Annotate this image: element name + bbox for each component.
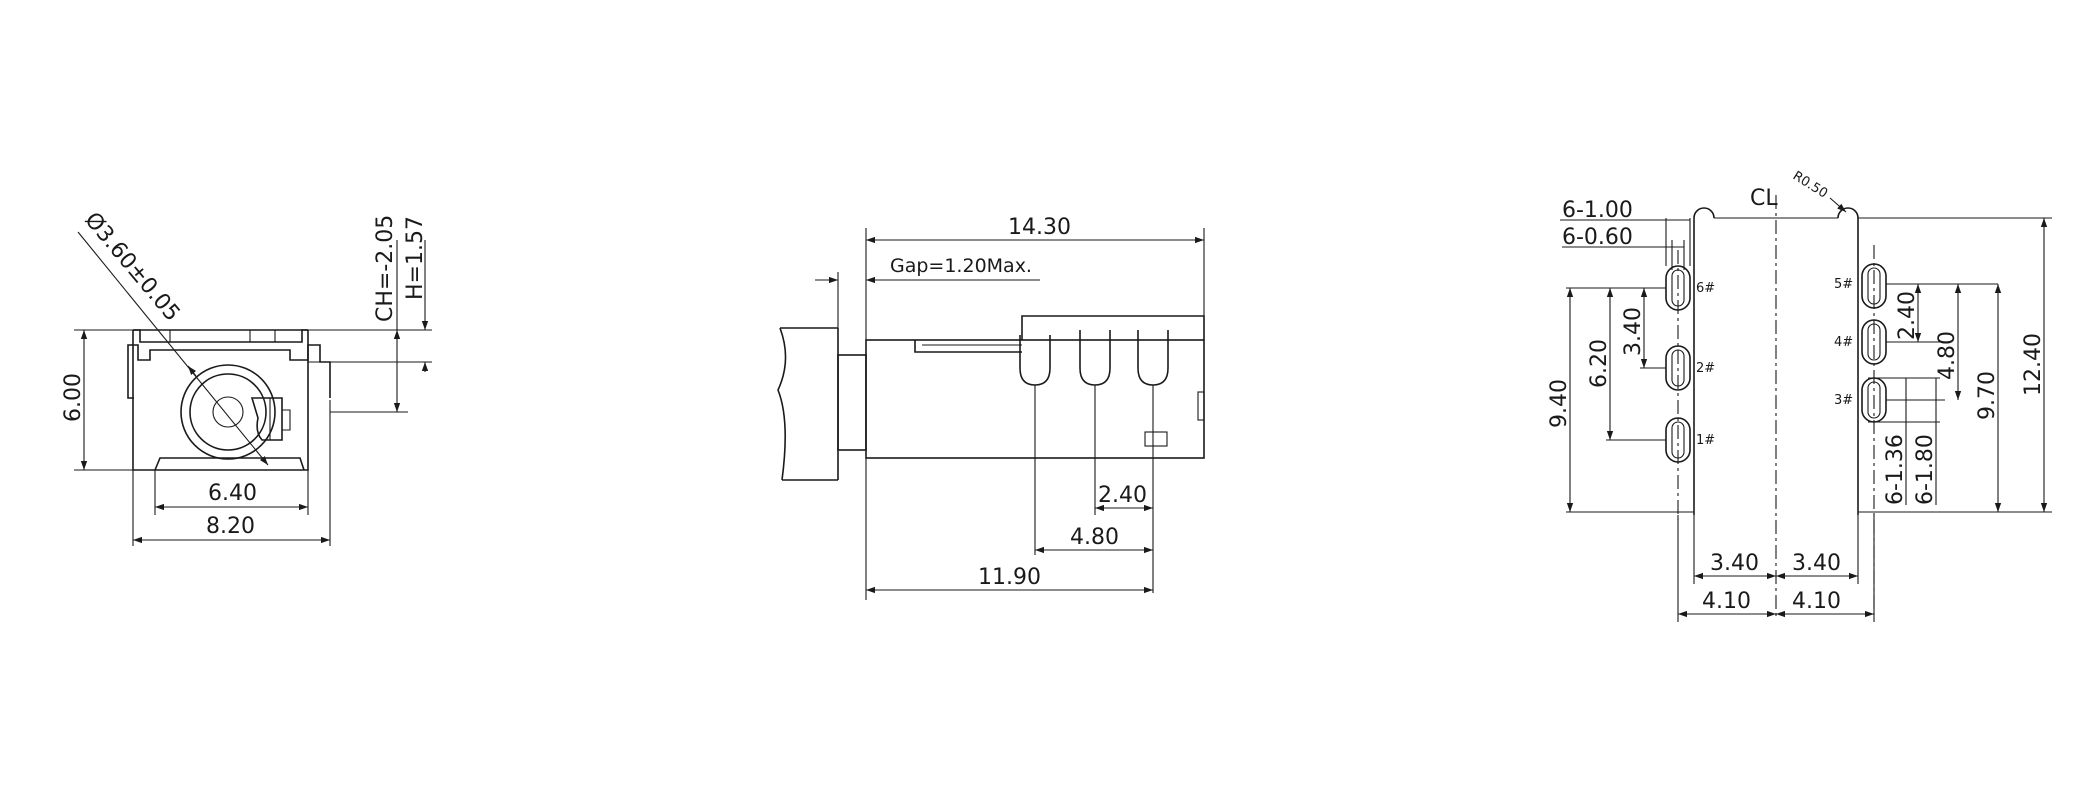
front-ch-label: CH=-2.05 [373, 215, 398, 322]
left-pin-holes [1665, 250, 1691, 520]
front-h-label: H=1.57 [403, 216, 428, 300]
side-length-label: 14.30 [1008, 215, 1071, 240]
pin-label-4: 4# [1834, 335, 1853, 350]
front-outer-width-label: 8.20 [206, 514, 255, 539]
dim-6-1-80-label: 6-1.80 [1913, 434, 1938, 505]
dim-4-10-right-label: 4.10 [1792, 589, 1841, 614]
side-offset-label: 11.90 [978, 565, 1041, 590]
pin-label-1: 1# [1696, 433, 1715, 448]
dim-4-10-left-label: 4.10 [1702, 589, 1751, 614]
hole-slot-label: 6-0.60 [1562, 225, 1633, 250]
pcb-view: CL R0.50 6# 2# 1# 5# 4# 3# [1547, 169, 2052, 622]
side-pitch-1-label: 2.40 [1098, 483, 1147, 508]
socket-outer-circle [180, 364, 276, 460]
pin-label-2: 2# [1696, 361, 1715, 376]
centerline-label: CL [1750, 186, 1778, 211]
side-pitch-2-label: 4.80 [1070, 525, 1119, 550]
dim-4-80-label: 4.80 [1935, 331, 1960, 380]
front-view: Ø3.60±0.05 CH=-2.05 H=1.57 6.00 6.40 8.2… [61, 208, 432, 546]
dim-9-40-label: 9.40 [1547, 379, 1572, 428]
radius-label: R0.50 [1790, 169, 1830, 202]
socket-inner-circle [189, 373, 267, 451]
socket-pin-circle [212, 396, 244, 428]
dim-3-40-right-label: 3.40 [1792, 551, 1841, 576]
hole-width-label: 6-1.00 [1562, 198, 1633, 223]
front-diameter-label: Ø3.60±0.05 [79, 208, 184, 327]
dim-3-40-left-label: 3.40 [1710, 551, 1759, 576]
front-inner-width-label: 6.40 [208, 481, 257, 506]
pin-label-3: 3# [1834, 393, 1853, 408]
pin-label-5: 5# [1834, 277, 1853, 292]
dim-6-20-label: 6.20 [1587, 339, 1612, 388]
side-gap-label: Gap=1.20Max. [890, 255, 1032, 277]
front-height-label: 6.00 [61, 373, 86, 422]
dim-2-40-label: 2.40 [1895, 291, 1920, 340]
dim-12-40-label: 12.40 [2021, 333, 2046, 396]
dim-3-40-vertical-label: 3.40 [1621, 307, 1646, 356]
side-view: 14.30 Gap=1.20Max. 2.40 4.80 11.90 [777, 215, 1205, 600]
dim-9-70-label: 9.70 [1975, 371, 2000, 420]
dim-6-1-36-label: 6-1.36 [1883, 434, 1908, 505]
pin-label-6: 6# [1696, 281, 1715, 296]
